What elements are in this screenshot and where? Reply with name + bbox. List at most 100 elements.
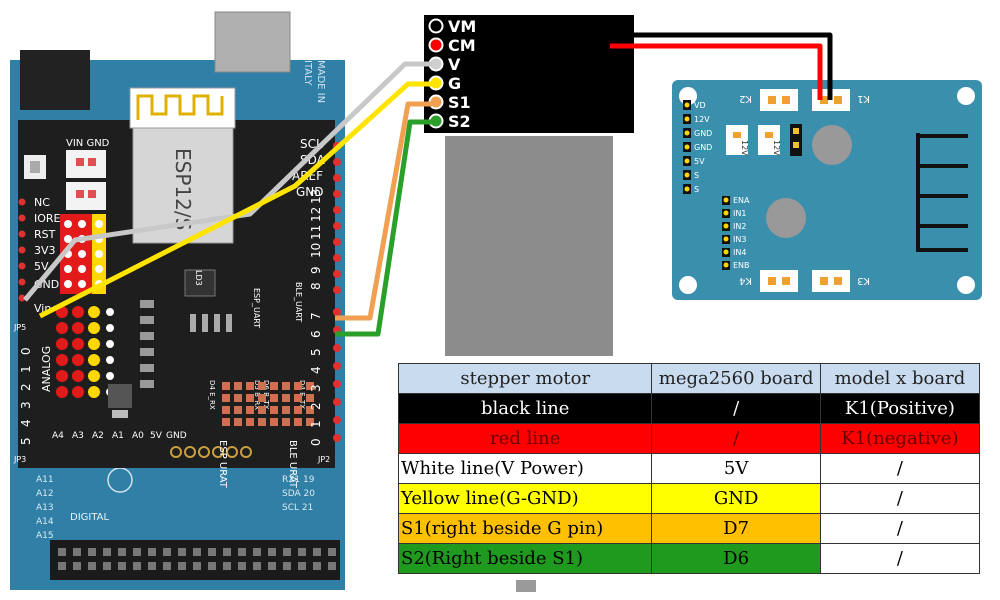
led-ld3: [184, 269, 216, 297]
analog-pin: [88, 338, 100, 350]
k1-label: K1: [857, 93, 870, 104]
esp-urat-label: ESP URAT: [217, 440, 228, 489]
pin-dot: [333, 308, 341, 316]
wire-white: [23, 61, 432, 302]
cell-model-x: K1(negative): [819, 423, 981, 454]
cell-model-x: /: [819, 543, 981, 574]
driver-pin-dot: [723, 210, 729, 216]
driver-board: K2 K1 K4 K3 12V 12V VD 12V GND GND 5V S …: [672, 80, 982, 300]
pin-ioref-label: IOREF: [34, 212, 67, 225]
header-hole: [78, 265, 86, 273]
motor-pin-label-cm: CM: [448, 36, 476, 55]
k4-label: K4: [739, 275, 752, 286]
pin-3v3-label: 3V3: [34, 244, 56, 257]
pin-13-label: 13: [309, 189, 323, 204]
jumper-12v-a-label: 12V: [740, 140, 749, 156]
pin-dot: [333, 222, 341, 230]
jumper-12v-a: [726, 125, 748, 155]
right-bottom-pin-labels: 7 6 5 4 3 2 1 0: [309, 312, 323, 446]
in2-label: IN2: [733, 222, 746, 231]
cell-wire: Yellow line(G-GND): [397, 483, 653, 514]
smd-part: [140, 380, 154, 388]
s-b-label: S: [694, 185, 699, 194]
smd-part: [214, 314, 220, 332]
ring-pin: [240, 446, 252, 458]
pin-a12-label: A12: [36, 489, 54, 499]
uart-pin: [246, 382, 254, 390]
pin-dot: [18, 278, 26, 286]
heat-sink-icon: [916, 133, 968, 252]
uart-pin: [270, 418, 278, 426]
smd-part: [202, 314, 208, 332]
analog-pin: [72, 338, 84, 350]
cell-mega: GND: [651, 483, 821, 514]
5v-bottom-label: 5V: [150, 431, 163, 441]
pin-dot: [333, 174, 341, 182]
motor-pin-label-vm: VM: [448, 17, 476, 36]
uart-pin: [270, 406, 278, 414]
driver-pin-dot: [684, 172, 690, 178]
vd-label: VD: [694, 101, 706, 110]
jp-labels: JP5 JP2 JP3: [13, 323, 330, 464]
jp5-label: JP5: [13, 323, 26, 332]
cell-mega: D6: [651, 543, 821, 574]
jp3-label: JP3: [13, 455, 26, 464]
s-a-label: S: [694, 171, 699, 180]
cell-wire: S1(right beside G pin): [397, 513, 653, 544]
ring-pin: [226, 446, 238, 458]
cell-wire: red line: [397, 423, 653, 454]
table-row: black line / K1(Positive): [397, 393, 981, 424]
header-hole: [133, 562, 141, 570]
uart-pin: [294, 382, 302, 390]
uart-pin: [282, 406, 290, 414]
header-hole: [118, 562, 126, 570]
cell-model-x: /: [819, 483, 981, 514]
analog-pin: [88, 306, 100, 318]
wires: [23, 32, 833, 337]
header-hole: [118, 548, 126, 556]
ring-pin: [170, 446, 182, 458]
header-hole: [64, 265, 72, 273]
pin-8-label: 8: [309, 282, 323, 290]
driver-left-labels: VD 12V GND GND 5V S S: [694, 101, 712, 194]
pin-6-label: 6: [309, 330, 323, 338]
pin-5-label: 5: [309, 348, 323, 356]
analog-pin: [72, 322, 84, 334]
pin-dot: [18, 230, 26, 238]
jp2-label: JP2: [317, 455, 330, 464]
pin-dot: [333, 190, 341, 198]
pin-dot: [333, 158, 341, 166]
analog-pin: [106, 308, 114, 316]
header-hole: [163, 548, 171, 556]
pin-dot: [333, 286, 341, 294]
header-hole: [133, 548, 141, 556]
esp-antenna: [129, 87, 236, 129]
pin-5v-label: 5V: [34, 260, 49, 273]
table-row: S1(right beside G pin) D7 /: [397, 513, 981, 544]
analog-pin: [106, 372, 114, 380]
d5-label: D5 B_RX: [253, 380, 261, 410]
header-hole: [78, 250, 86, 258]
italy-label: ITALY: [302, 60, 313, 86]
header-hole: [223, 548, 231, 556]
uart-pin: [246, 394, 254, 402]
motor-body: [445, 136, 613, 356]
capacitor-1: [812, 125, 852, 165]
pin-dot: [333, 344, 341, 352]
motor-pin-label-s2: S2: [448, 112, 471, 131]
pin-sda20-label: SDA 20: [282, 489, 315, 499]
driver-pin-dot: [684, 158, 690, 164]
pin-4-label: 4: [309, 366, 323, 374]
mount-hole-icon: [679, 276, 697, 294]
header-hole: [298, 562, 306, 570]
a0-label: A0: [132, 431, 144, 441]
motor-pin-label-v: V: [448, 55, 461, 74]
uart-pin: [234, 418, 242, 426]
smd-part: [140, 300, 154, 308]
left-lower-pins: A11 A12 A13 A14 A15: [36, 475, 54, 541]
a1-label: A1: [112, 431, 124, 441]
analog-pin: [72, 370, 84, 382]
vin-terminal: [66, 150, 106, 178]
smd-part: [140, 364, 154, 372]
